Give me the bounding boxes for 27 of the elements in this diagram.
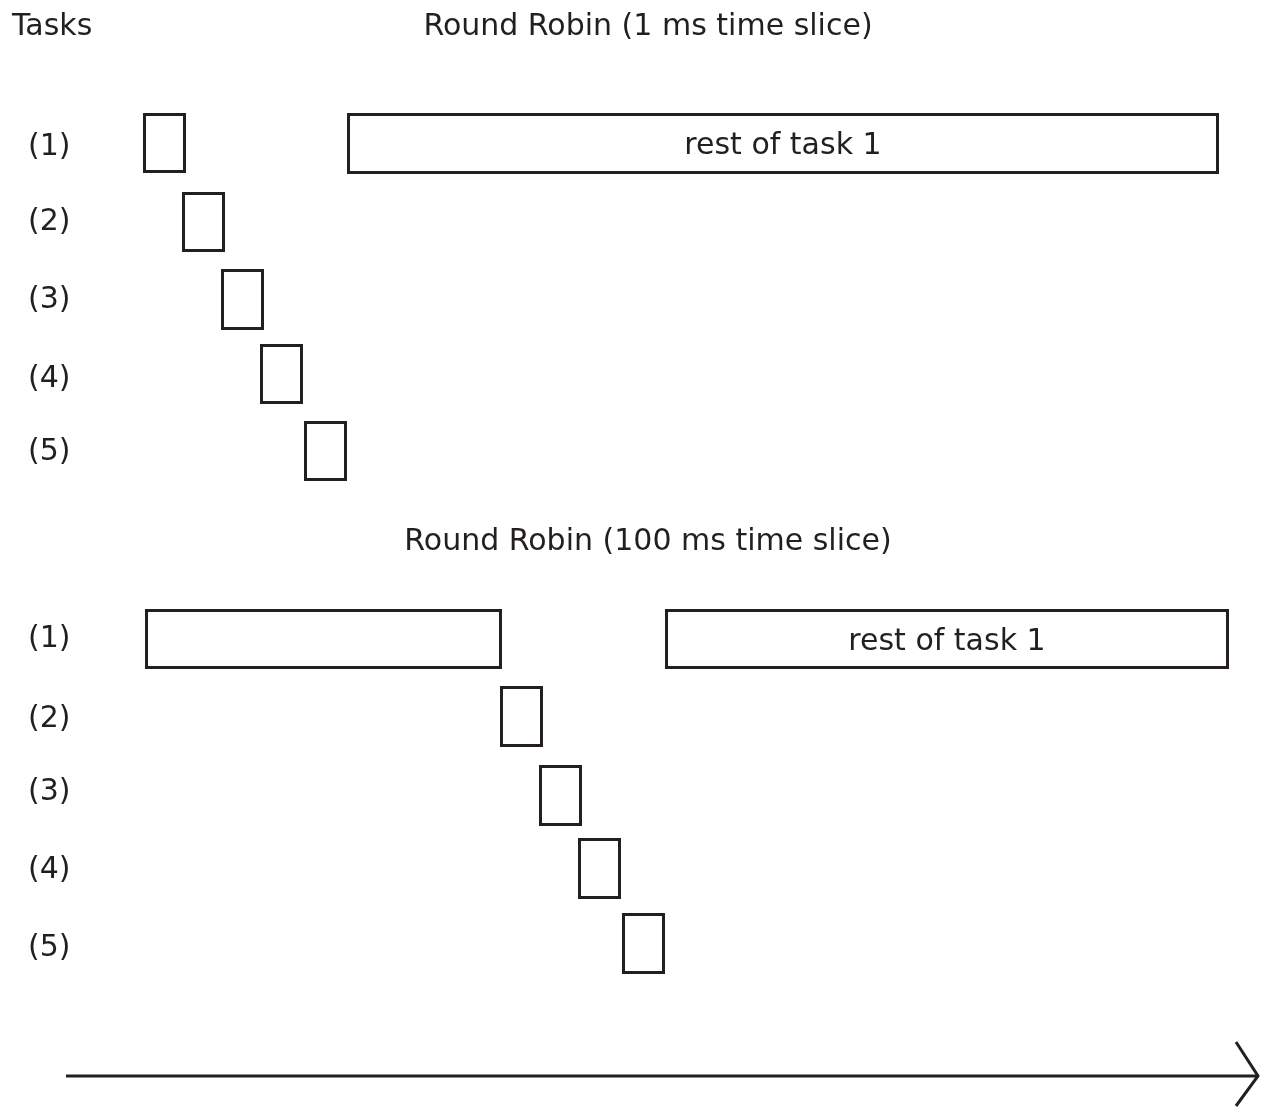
section-title: Round Robin (100 ms time slice) [404, 525, 892, 555]
time-slice-box [500, 686, 543, 747]
time-slice-box [539, 765, 582, 826]
task-number: (2) [28, 702, 71, 732]
time-slice-box [578, 838, 621, 899]
task-number: (4) [28, 362, 71, 392]
task-number: (3) [28, 775, 71, 805]
task-number: (3) [28, 283, 71, 313]
task-bar [347, 113, 1219, 174]
task-number: (5) [28, 435, 71, 465]
task-number: (4) [28, 853, 71, 883]
bar-label: rest of task 1 [848, 621, 1046, 657]
task-bar [665, 609, 1229, 669]
time-slice-box [304, 421, 347, 481]
time-slice-box [260, 344, 303, 404]
task-number: (1) [28, 622, 71, 652]
task-number: (5) [28, 931, 71, 961]
task-number: (2) [28, 205, 71, 235]
time-slice-box [182, 192, 225, 252]
section-title: Round Robin (1 ms time slice) [423, 10, 873, 40]
time-slice-box [143, 113, 186, 173]
time-slice-box [221, 269, 264, 330]
task-number: (1) [28, 130, 71, 160]
bar-label: rest of task 1 [684, 126, 882, 161]
column-heading: Tasks [12, 10, 93, 40]
time-slice-box [145, 609, 502, 669]
time-slice-box [622, 913, 665, 974]
